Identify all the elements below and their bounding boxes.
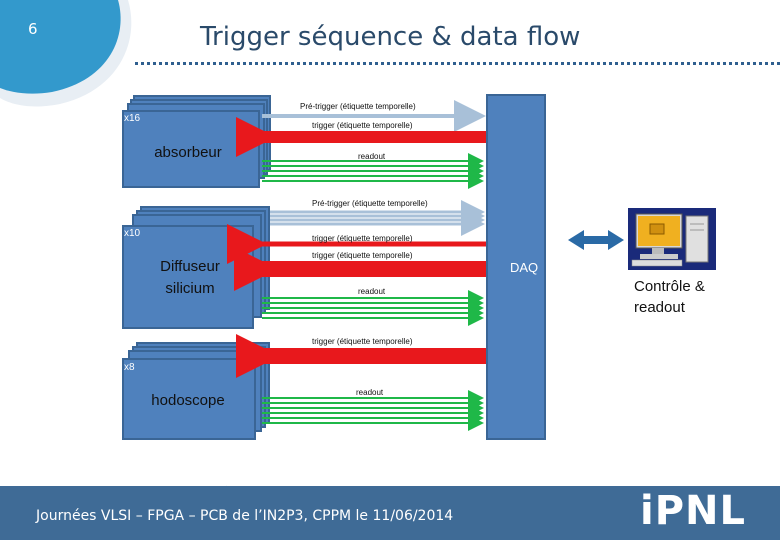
daq-box <box>486 94 546 440</box>
ipnl-logo: iPNL <box>640 488 746 534</box>
absorbeur-pretrigger-label: Pré-trigger (étiquette temporelle) <box>300 102 416 111</box>
footer-text: Journées VLSI – FPGA – PCB de l’IN2P3, C… <box>36 508 454 524</box>
diffuseur-pretrigger-label: Pré-trigger (étiquette temporelle) <box>312 199 428 208</box>
absorbeur-label: absorbeur <box>154 144 222 161</box>
daq-control-double-arrow <box>568 230 624 250</box>
diffuseur-label: Diffuseur silicium <box>160 258 220 297</box>
diffuseur-readout-arrows <box>262 290 484 326</box>
hodoscope-trigger-label: trigger (étiquette temporelle) <box>312 337 413 346</box>
signal-arrows <box>226 100 716 486</box>
diffuseur-multiplicity: x10 <box>124 228 141 239</box>
diffuseur-trigger-label-2: trigger (étiquette temporelle) <box>312 251 413 260</box>
slide-title: Trigger séquence & data flow <box>200 22 581 52</box>
absorbeur-readout-label: readout <box>358 152 386 161</box>
hodoscope-label: hodoscope <box>151 392 225 409</box>
control-readout-label: Contrôle & readout <box>634 278 705 316</box>
hodoscope-trigger-arrows <box>236 334 486 378</box>
computer-icon <box>628 208 716 270</box>
title-divider <box>135 62 780 65</box>
absorbeur-trigger-label: trigger (étiquette temporelle) <box>312 121 413 130</box>
hodoscope-box <box>122 358 256 440</box>
diffuseur-trigger-label-1: trigger (étiquette temporelle) <box>312 234 413 243</box>
page-number: 6 <box>28 20 38 38</box>
diffuseur-readout-label: readout <box>358 287 386 296</box>
daq-label: DAQ <box>510 260 539 275</box>
diffuseur-trigger-arrows-2 <box>234 247 486 291</box>
absorbeur-multiplicity: x16 <box>124 113 141 124</box>
absorbeur-readout-arrows <box>262 153 484 189</box>
hodoscope-multiplicity: x8 <box>124 362 135 373</box>
hodoscope-readout-label: readout <box>356 388 384 397</box>
diffuseur-pretrigger-arrows <box>270 200 485 236</box>
absorbeur-box <box>122 110 260 188</box>
corner-decoration <box>0 0 132 107</box>
footer-bar <box>0 486 780 540</box>
hodoscope-readout-arrows <box>262 390 484 431</box>
absorbeur-trigger-arrows <box>236 117 486 157</box>
